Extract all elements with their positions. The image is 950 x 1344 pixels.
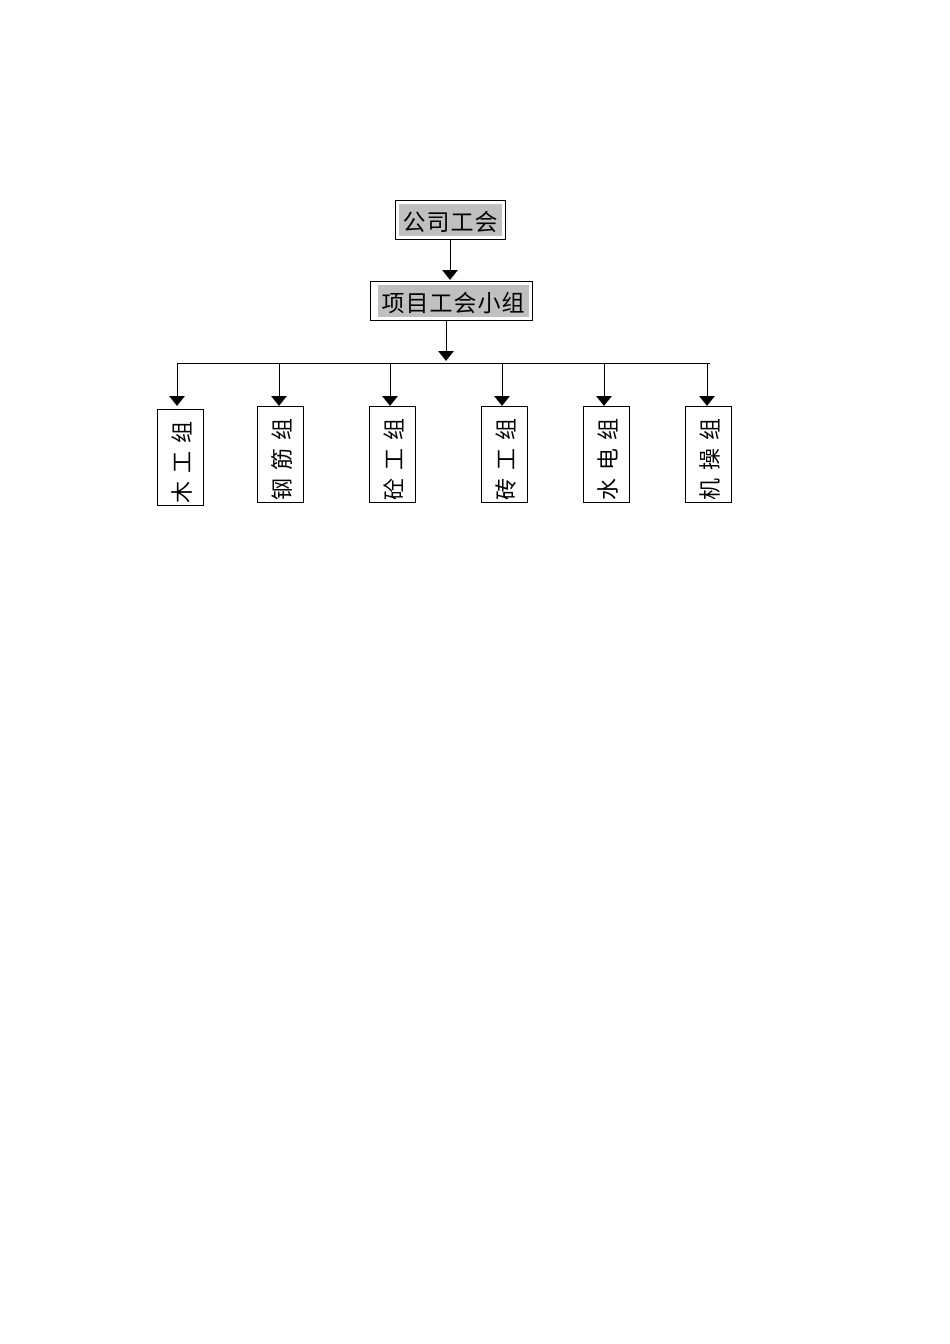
arrowhead-icon [382, 396, 398, 406]
node-masonry-group: 砖工组 [481, 406, 528, 503]
connector-to-group-6 [707, 363, 708, 396]
arrowhead-icon [438, 351, 454, 361]
connector-to-group-5 [604, 363, 605, 396]
connector-to-group-1 [177, 363, 178, 396]
connector-root-to-project [450, 240, 451, 270]
arrowhead-icon [699, 396, 715, 406]
arrowhead-icon [442, 270, 458, 280]
node-label: 木工组 [170, 412, 196, 503]
arrowhead-icon [494, 396, 510, 406]
node-carpentry-group: 木工组 [157, 409, 204, 506]
arrowhead-icon [596, 396, 612, 406]
node-company-union: 公司工会 [395, 200, 506, 240]
node-label: 砖工组 [494, 409, 520, 500]
connector-project-to-bus [446, 321, 447, 351]
branch-bus-line [177, 363, 710, 364]
node-label: 水电组 [596, 409, 622, 500]
node-label: 机操组 [698, 409, 724, 500]
node-company-union-label: 公司工会 [399, 204, 502, 236]
node-label: 钢筋组 [270, 409, 296, 500]
node-label: 砼工组 [382, 409, 408, 500]
connector-to-group-3 [390, 363, 391, 396]
node-rebar-group: 钢筋组 [257, 406, 304, 503]
arrowhead-icon [271, 396, 287, 406]
node-project-union-group-label: 项目工会小组 [378, 285, 529, 317]
arrowhead-icon [169, 396, 185, 406]
connector-to-group-2 [279, 363, 280, 396]
node-plumbing-electrical-group: 水电组 [583, 406, 630, 503]
node-machine-operation-group: 机操组 [685, 406, 732, 503]
node-concrete-group: 砼工组 [369, 406, 416, 503]
node-project-union-group: 项目工会小组 [370, 281, 533, 321]
connector-to-group-4 [502, 363, 503, 396]
